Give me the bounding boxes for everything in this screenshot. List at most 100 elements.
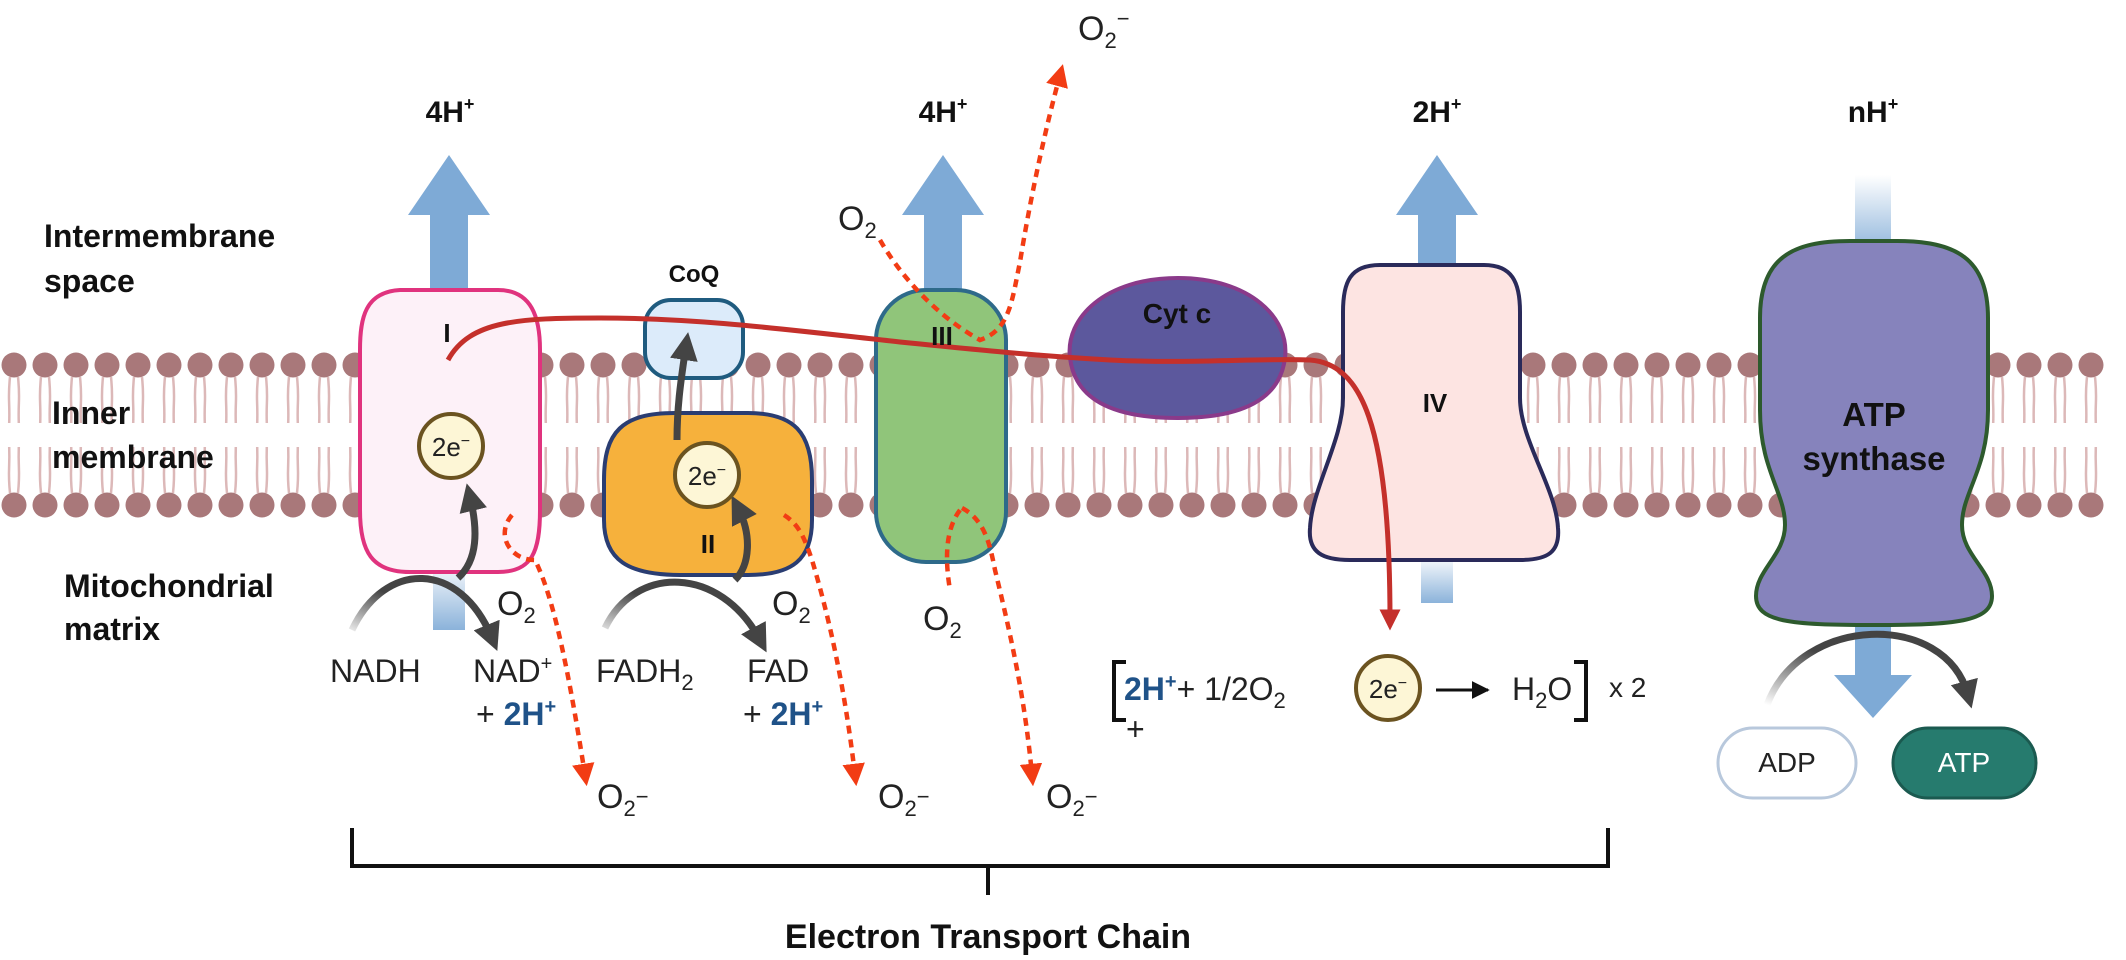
lipid-head <box>1675 352 1701 378</box>
lipid-head <box>1086 492 1112 518</box>
lipid-head <box>125 352 151 378</box>
proton-label-c4: 2H+ <box>1413 94 1462 129</box>
reaction-left: 2H++ 1/2O2 <box>1124 671 1286 713</box>
cytc-label: Cyt c <box>1143 298 1211 329</box>
electron-label-reaction: 2e− <box>1369 674 1407 704</box>
lipid-head <box>32 352 58 378</box>
atp-synthase-label-1: ATP <box>1842 396 1906 433</box>
lipid-head <box>1024 492 1050 518</box>
lipid-head <box>94 352 120 378</box>
electron-label-c2: 2e− <box>688 461 726 491</box>
atp-down-arrow <box>1834 620 1912 718</box>
lipid-head <box>280 492 306 518</box>
proton-arrow-c4 <box>1396 155 1478 270</box>
reaction-multiplier: x 2 <box>1609 672 1646 703</box>
lipid-head <box>838 492 864 518</box>
lipid-head <box>280 352 306 378</box>
lipid-head <box>838 352 864 378</box>
lipid-head <box>776 352 802 378</box>
lipid-head <box>311 352 337 378</box>
fadh2-label: FADH2 <box>596 653 694 695</box>
lipid-head <box>559 492 585 518</box>
lipid-head <box>1148 492 1174 518</box>
lipid-head <box>1613 492 1639 518</box>
lipid-head <box>807 352 833 378</box>
superoxide-label-c2: O2− <box>878 778 930 821</box>
lipid-head <box>1272 492 1298 518</box>
lipid-head <box>156 492 182 518</box>
lipid-head <box>125 492 151 518</box>
nad-label: NAD+ <box>473 653 552 689</box>
ros-arrow-c3-ims <box>878 64 1068 343</box>
lipid-head <box>745 352 771 378</box>
electron-transport-path <box>445 315 1401 631</box>
lipid-head <box>2016 352 2042 378</box>
superoxide-label-ims: O2− <box>1078 6 1130 53</box>
ros-arrow-c1 <box>502 513 595 787</box>
lipid-head <box>1613 352 1639 378</box>
oxygen-label-c2: O2 <box>772 585 811 628</box>
proton-arrow-c1 <box>408 155 490 300</box>
fad-label: FAD <box>747 653 809 689</box>
lipid-head <box>1985 352 2011 378</box>
etc-brace <box>350 828 1610 895</box>
lipid-head <box>2047 492 2073 518</box>
lipid-head <box>1675 492 1701 518</box>
lipid-head <box>1737 352 1763 378</box>
reaction-plus-below: + <box>1126 711 1145 747</box>
region-matrix-1: Mitochondrial <box>64 568 274 604</box>
adp-pill <box>1716 726 1858 800</box>
lipid-head <box>1055 492 1081 518</box>
atp-synthase-label-2: synthase <box>1802 440 1945 477</box>
fad-protons-label: + 2H+ <box>743 696 823 732</box>
atp-pill <box>1891 726 2038 800</box>
proton-arrow-c3 <box>902 155 984 290</box>
atp-synthase-shape <box>1753 239 1995 628</box>
lipid-head <box>249 492 275 518</box>
lipid-head <box>1582 352 1608 378</box>
proton-label-atp: nH+ <box>1848 94 1899 129</box>
lipid-head <box>187 352 213 378</box>
lipid-head <box>1644 352 1670 378</box>
oxygen-label-c1: O2 <box>497 585 536 628</box>
etc-title: Electron Transport Chain <box>785 918 1191 956</box>
lipid-head <box>1179 492 1205 518</box>
lipid-head <box>218 352 244 378</box>
lipid-head <box>1737 492 1763 518</box>
lipid-head <box>1 352 27 378</box>
ros-arrow-c2 <box>782 513 865 787</box>
region-intermembrane-1: Intermembrane <box>44 218 275 254</box>
lipid-head <box>1024 352 1050 378</box>
region-inner-1: Inner <box>52 395 130 431</box>
lipid-head <box>1582 492 1608 518</box>
adp-label: ADP <box>1758 747 1816 778</box>
lipid-head <box>1551 492 1577 518</box>
complex-iv-shape <box>1307 263 1561 562</box>
nad-protons-label: + 2H+ <box>476 696 556 732</box>
reduction-arrows <box>348 332 1978 709</box>
complex-iii-shape <box>874 288 1008 564</box>
lipid-head <box>32 492 58 518</box>
lipid-head <box>63 352 89 378</box>
region-inner-2: membrane <box>52 439 214 475</box>
lipid-head <box>311 492 337 518</box>
lipid-head <box>1985 492 2011 518</box>
lipid-head <box>2047 352 2073 378</box>
proton-label-c1: 4H+ <box>426 94 475 129</box>
lipid-head <box>1241 492 1267 518</box>
lipid-head <box>187 492 213 518</box>
lipid-head <box>1706 352 1732 378</box>
lipid-head <box>2078 352 2104 378</box>
oxygen-reduction-reaction: + 2H++ 1/2O2 H2O x 2 <box>1112 660 1646 747</box>
complex-iv-label: IV <box>1423 388 1448 418</box>
lipid-head <box>1 492 27 518</box>
lipid-head <box>590 352 616 378</box>
lipid-head <box>249 352 275 378</box>
lipid-head <box>94 492 120 518</box>
lipid-head <box>2078 492 2104 518</box>
proton-label-c3: 4H+ <box>919 94 968 129</box>
region-matrix-2: matrix <box>64 611 160 647</box>
oxygen-label-c3-ims: O2 <box>838 200 877 243</box>
